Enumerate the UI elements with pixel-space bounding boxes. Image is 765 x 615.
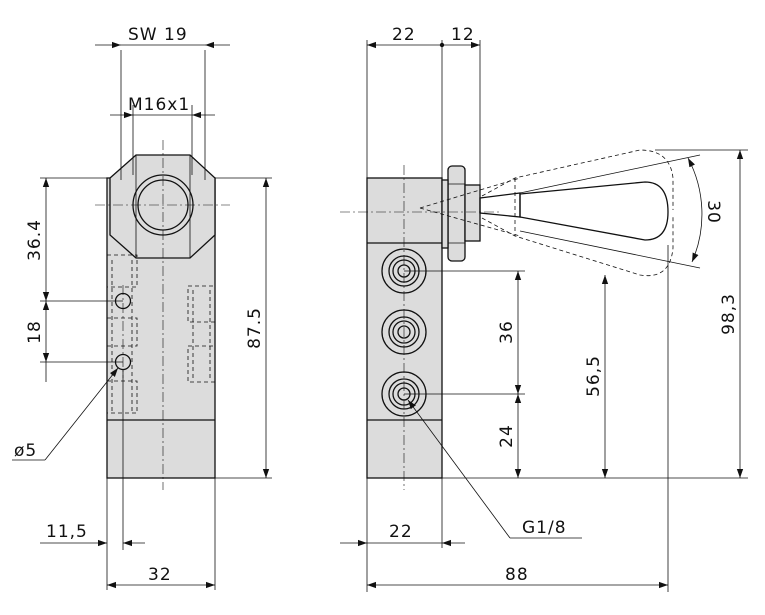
side-dimensions: 22 12 30 98,3 56,5 36 24 G1/8 <box>340 25 748 592</box>
side-view <box>340 149 674 490</box>
dim-36-4: 36.4 <box>25 219 45 261</box>
dim-30: 30 <box>703 200 723 224</box>
valve-body-side <box>366 177 443 479</box>
dim-22-top: 22 <box>392 25 416 45</box>
dim-24: 24 <box>497 424 517 448</box>
lever-swing-hidden <box>419 149 674 277</box>
side-nut <box>441 165 481 262</box>
dim-36: 36 <box>497 320 517 344</box>
dim-87-5: 87.5 <box>245 307 265 349</box>
lever-solid <box>479 181 669 241</box>
dim-32: 32 <box>148 565 172 585</box>
dim-g1-8: G1/8 <box>522 518 567 538</box>
front-dimensions: SW 19 M16x1 36.4 18 87.5 ø5 <box>12 25 272 590</box>
dim-m16x1: M16x1 <box>128 95 190 115</box>
hex-nut <box>109 154 216 259</box>
dim-sw19: SW 19 <box>128 25 188 45</box>
front-view <box>95 140 230 490</box>
dim-22-bottom: 22 <box>389 522 413 542</box>
dim-18: 18 <box>25 320 45 344</box>
dim-11-5: 11,5 <box>46 522 88 542</box>
hidden-features-front <box>106 254 216 414</box>
dim-56-5: 56,5 <box>584 355 604 397</box>
dim-12: 12 <box>451 25 475 45</box>
dim-88: 88 <box>505 565 529 585</box>
dim-98-3: 98,3 <box>719 293 739 335</box>
dim-dia5: ø5 <box>14 441 37 461</box>
